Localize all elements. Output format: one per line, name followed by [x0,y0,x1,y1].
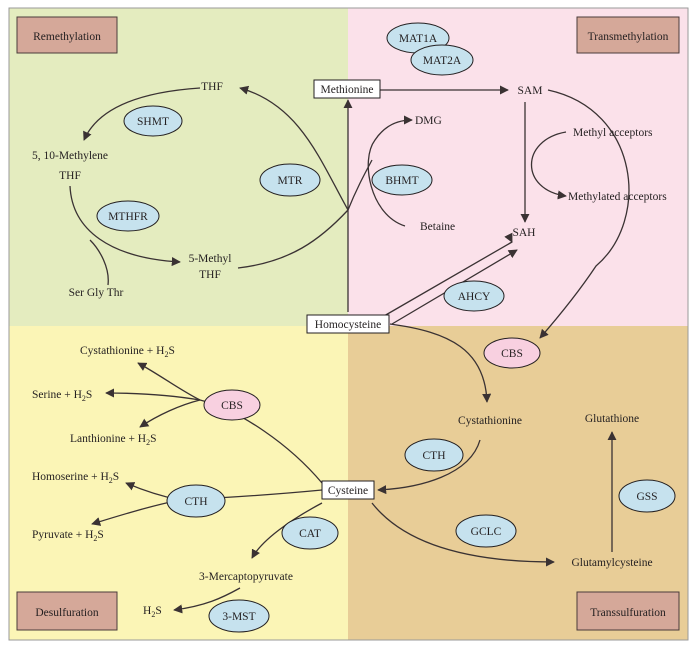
cysteine-box: Cysteine [321,480,375,500]
enzyme-cbs-desulfuration: CBS [203,389,261,421]
homoserine-h2s-label: Homoserine + H2S [32,471,119,485]
enzyme-cat-label: CAT [299,528,321,540]
methionine-label: Methionine [320,84,373,96]
methylated-acceptors-label: Methylated acceptors [568,191,667,203]
glutamylcysteine-label: Glutamylcysteine [571,557,652,569]
enzyme-ahcy: AHCY [443,280,505,312]
remethylation-label-text: Remethylation [33,31,101,43]
enzyme-cbs-desulfuration-label: CBS [221,400,243,412]
sah-label: SAH [512,227,535,239]
enzyme-gss: GSS [618,479,676,513]
enzyme-cth-desulfuration: CTH [166,484,226,518]
enzyme-mthfr: MTHFR [96,200,160,232]
enzyme-cth-desulfuration-label: CTH [185,496,208,508]
transsulfuration-label-text: Transsulfuration [590,607,666,619]
enzyme-mat2a-label: MAT2A [423,55,462,67]
enzyme-mat2a: MAT2A [410,44,474,76]
methylene-thf-label-line1: 5, 10-Methylene [32,150,108,162]
desulfuration-label-text: Desulfuration [35,607,98,619]
cystathionine-h2s-label: Cystathionine + H2S [80,345,175,359]
enzyme-bhmt-label: BHMT [385,175,418,187]
enzyme-cbs-transsulfuration-label: CBS [501,348,523,360]
methylene-thf-label-line2: THF [59,170,81,182]
enzyme-shmt-label: SHMT [137,116,169,128]
ser-gly-thr-label: Ser Gly Thr [69,287,124,299]
enzyme-mthfr-label: MTHFR [108,211,148,223]
enzyme-gclc-label: GCLC [471,526,502,538]
methyl-thf-label-line2: THF [199,269,221,281]
transmethylation-label: Transmethylation [576,16,680,54]
enzyme-cth-transsulfuration-label: CTH [423,450,446,462]
thf-label: THF [201,81,223,93]
cysteine-label: Cysteine [328,485,368,497]
enzyme-mtr-label: MTR [278,175,303,187]
homocysteine-label: Homocysteine [315,319,381,331]
transsulfuration-label: Transsulfuration [576,591,680,631]
enzyme-cat: CAT [281,516,339,550]
methyl-acceptors-label: Methyl acceptors [573,127,653,139]
enzyme-cbs-transsulfuration: CBS [483,337,541,369]
enzyme-ahcy-label: AHCY [458,291,491,303]
transmethylation-label-text: Transmethylation [588,31,669,43]
homocysteine-box: Homocysteine [306,314,390,334]
enzyme-3-mst-label: 3-MST [222,611,255,623]
pyruvate-h2s-label: Pyruvate + H2S [32,529,104,543]
sam-label: SAM [518,85,543,97]
lanthionine-h2s-label: Lanthionine + H2S [70,433,157,447]
enzyme-cth-transsulfuration: CTH [404,438,464,472]
enzyme-bhmt: BHMT [371,164,433,196]
mercaptopyruvate-label: 3-Mercaptopyruvate [199,571,293,583]
enzyme-gss-label: GSS [636,491,657,503]
pathway-arrows [69,85,630,614]
quadrant-desulfuration [9,326,348,640]
serine-h2s-label: Serine + H2S [32,389,92,403]
glutathione-label: Glutathione [585,413,639,425]
betaine-label: Betaine [420,221,455,233]
desulfuration-label: Desulfuration [16,591,118,631]
methyl-thf-label-line1: 5-Methyl [189,253,232,265]
enzyme-mat1a-label: MAT1A [399,33,438,45]
remethylation-label: Remethylation [16,16,118,54]
enzyme-mtr: MTR [259,163,321,197]
cystathionine-label: Cystathionine [458,415,522,427]
methionine-box: Methionine [313,79,381,99]
enzyme-shmt: SHMT [123,105,183,137]
h2s-label: H2S [143,605,162,619]
dmg-label: DMG [415,115,442,127]
enzyme-3-mst: 3-MST [208,599,270,633]
diagram-frame [8,7,689,641]
enzyme-gclc: GCLC [455,514,517,548]
